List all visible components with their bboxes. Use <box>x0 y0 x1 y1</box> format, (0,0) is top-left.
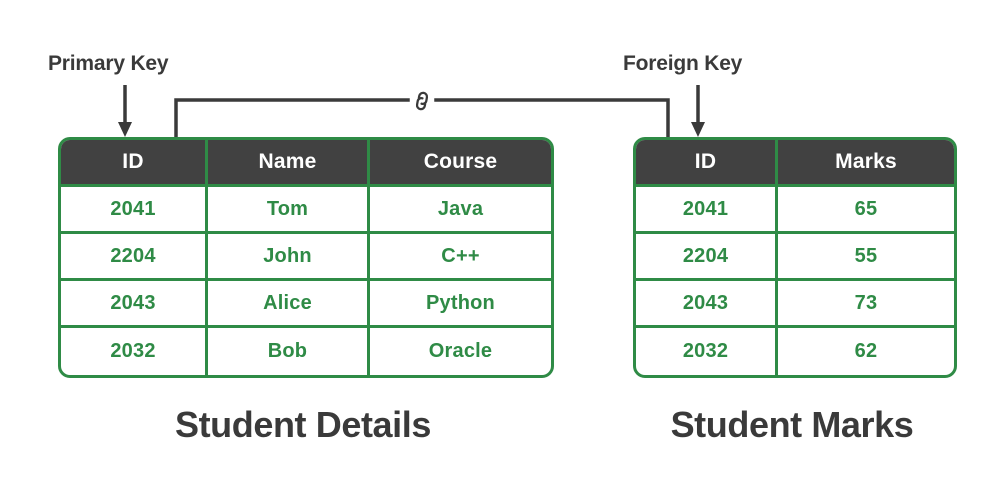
student-details-table-block: ID Name Course 2041 Tom Java 2204 John C… <box>58 137 554 378</box>
table-row: 2041 Tom Java <box>61 187 551 234</box>
cell-course: C++ <box>370 234 551 281</box>
table-row: 2043 73 <box>636 281 954 328</box>
cell-id: 2043 <box>61 281 208 328</box>
column-header-course: Course <box>370 140 551 187</box>
cell-id: 2041 <box>61 187 208 234</box>
student-marks-table-block: ID Marks 2041 65 2204 55 2043 73 2 <box>633 137 957 378</box>
table-row: 2041 65 <box>636 187 954 234</box>
cell-id: 2204 <box>61 234 208 281</box>
table-header-row: ID Name Course <box>61 140 551 187</box>
table-row: 2204 John C++ <box>61 234 551 281</box>
link-chain-icon <box>405 86 439 116</box>
table-row: 2043 Alice Python <box>61 281 551 328</box>
column-header-id: ID <box>636 140 778 187</box>
cell-name: John <box>208 234 370 281</box>
table-row: 2032 Bob Oracle <box>61 328 551 375</box>
cell-name: Bob <box>208 328 370 375</box>
cell-marks: 62 <box>854 340 878 362</box>
cell-marks: 55 <box>778 234 954 281</box>
student-details-table: ID Name Course 2041 Tom Java 2204 John C… <box>58 137 554 378</box>
cell-id: 2032 <box>636 328 778 375</box>
student-marks-table: ID Marks 2041 65 2204 55 2043 73 2 <box>633 137 957 378</box>
primary-key-arrow-icon <box>118 85 132 137</box>
column-header-id: ID <box>61 140 208 187</box>
foreign-key-label: Foreign Key <box>623 52 743 75</box>
cell-name: Tom <box>208 187 370 234</box>
column-header-marks: Marks <box>778 140 954 187</box>
column-header-name: Name <box>208 140 370 187</box>
cell-id: 2041 <box>636 187 778 234</box>
cell-course: Oracle <box>428 340 493 362</box>
table-header-row: ID Marks <box>636 140 954 187</box>
cell-marks: 65 <box>778 187 954 234</box>
foreign-key-arrow-icon <box>691 85 705 137</box>
cell-id: 2043 <box>636 281 778 328</box>
cell-id: 2204 <box>636 234 778 281</box>
student-marks-caption: Student Marks <box>670 404 914 445</box>
student-details-caption: Student Details <box>174 404 432 445</box>
primary-key-label: Primary Key <box>48 52 169 75</box>
cell-id: 2032 <box>61 328 208 375</box>
cell-course: Python <box>370 281 551 328</box>
table-row: 2204 55 <box>636 234 954 281</box>
cell-name: Alice <box>208 281 370 328</box>
table-row: 2032 62 <box>636 328 954 375</box>
cell-marks: 73 <box>778 281 954 328</box>
cell-course: Java <box>370 187 551 234</box>
